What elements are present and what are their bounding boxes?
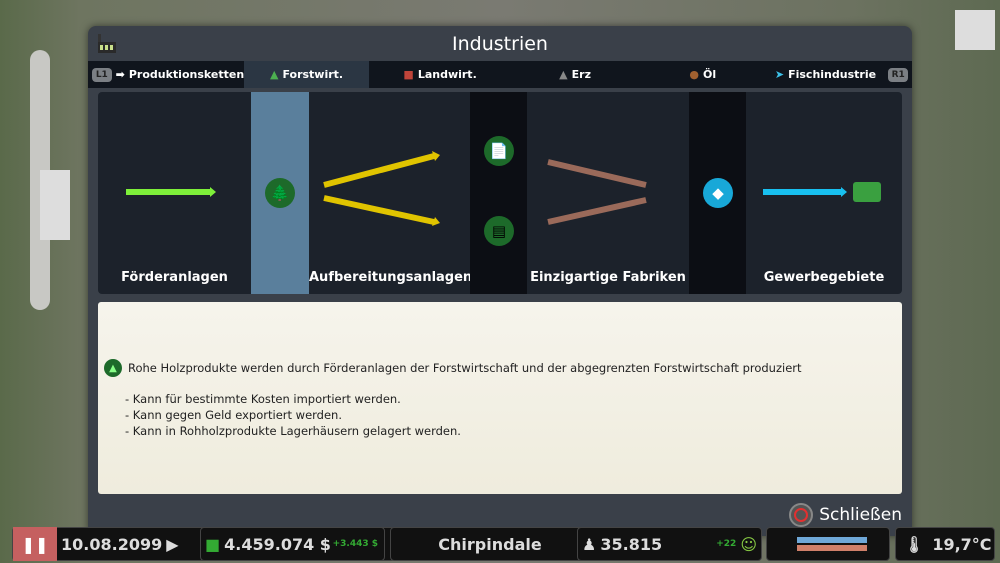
tab-bar: L1 ➡Produktionsketten ▲Forstwirt. ■Landw… <box>88 61 912 88</box>
money-stack-icon <box>853 182 881 202</box>
tab-production-chains[interactable]: ➡Produktionsketten <box>115 68 245 81</box>
stage-extraction[interactable]: Förderanlagen <box>121 270 228 285</box>
info-bullet: - Kann gegen Geld exportiert werden. <box>125 408 342 422</box>
circle-button-icon <box>789 503 814 527</box>
oil-drop-icon: ● <box>689 68 699 81</box>
tab-forestry[interactable]: ▲Forstwirt. <box>244 61 369 88</box>
money-panel: ■ 4.459.074 $ +3.443 $ <box>200 527 385 561</box>
date-display: 10.08.2099 <box>61 534 163 554</box>
demand-panel[interactable] <box>766 527 890 561</box>
l1-button[interactable]: L1 <box>92 67 112 82</box>
temperature-panel: 🌡 19,7°C <box>895 527 995 561</box>
stage-unique-factories[interactable]: Einzigartige Fabriken <box>530 270 686 285</box>
processing-arrow-up <box>323 153 435 188</box>
planks-icon[interactable]: ▤ <box>484 216 514 246</box>
city-name[interactable]: Chirpindale <box>390 527 590 561</box>
factory-icon <box>98 34 116 53</box>
production-chain: Förderanlagen Aufbereitungsanlagen Einzi… <box>98 92 902 294</box>
tree-icon: ▲ <box>104 359 122 377</box>
info-headline: Rohe Holzprodukte werden durch Förderanl… <box>128 361 802 375</box>
extraction-arrow <box>126 187 216 197</box>
play-icon[interactable]: ▶ <box>166 534 179 554</box>
processed-goods-column <box>470 92 527 294</box>
tractor-icon: ■ <box>403 68 414 81</box>
title-bar: Industrien <box>88 26 912 61</box>
info-bullet: - Kann in Rohholzprodukte Lagerhäusern g… <box>125 424 461 438</box>
ore-icon: ▲ <box>559 68 568 81</box>
fish-icon: ➤ <box>774 68 785 81</box>
close-button[interactable]: Schließen <box>789 503 902 527</box>
population-panel: ♟ 35.815 +22 ☺ <box>577 527 762 561</box>
unique-arrow-up <box>547 159 647 188</box>
unique-arrow-down <box>547 197 647 225</box>
chain-arrows <box>126 151 847 226</box>
person-icon: ♟ <box>582 534 597 554</box>
map-building <box>955 10 995 50</box>
info-panel: ▲ Rohe Holzprodukte werden durch Fördera… <box>98 302 902 494</box>
tab-farming[interactable]: ■Landwirt. <box>403 68 477 81</box>
window-title: Industrien <box>452 32 548 55</box>
pause-button[interactable]: ❚❚ <box>13 527 57 561</box>
stage-commercial[interactable]: Gewerbegebiete <box>763 270 885 285</box>
paper-icon[interactable]: 📄 <box>484 136 514 166</box>
tab-fishing[interactable]: ➤Fischindustrie <box>774 68 877 81</box>
industries-window: Industrien L1 ➡Produktionsketten ▲Forstw… <box>88 26 912 536</box>
commercial-arrow <box>763 187 847 197</box>
diamond-icon[interactable]: ◆ <box>703 178 733 208</box>
tab-oil[interactable]: ●Öl <box>689 68 717 81</box>
processing-arrow-down <box>323 195 435 225</box>
tree-icon[interactable]: 🌲 <box>265 178 295 208</box>
map-building <box>40 170 70 240</box>
arrow-right-icon: ➡ <box>115 68 125 81</box>
stage-processing[interactable]: Aufbereitungsanlagen <box>309 270 473 285</box>
info-bullet: - Kann für bestimmte Kosten importiert w… <box>125 392 401 406</box>
money-icon: ■ <box>205 534 221 554</box>
tab-ore[interactable]: ▲Erz <box>559 68 591 81</box>
tree-icon: ▲ <box>269 68 279 81</box>
happy-face-icon: ☺ <box>740 534 757 554</box>
thermometer-icon: 🌡 <box>904 534 925 554</box>
r1-button[interactable]: R1 <box>888 67 909 82</box>
